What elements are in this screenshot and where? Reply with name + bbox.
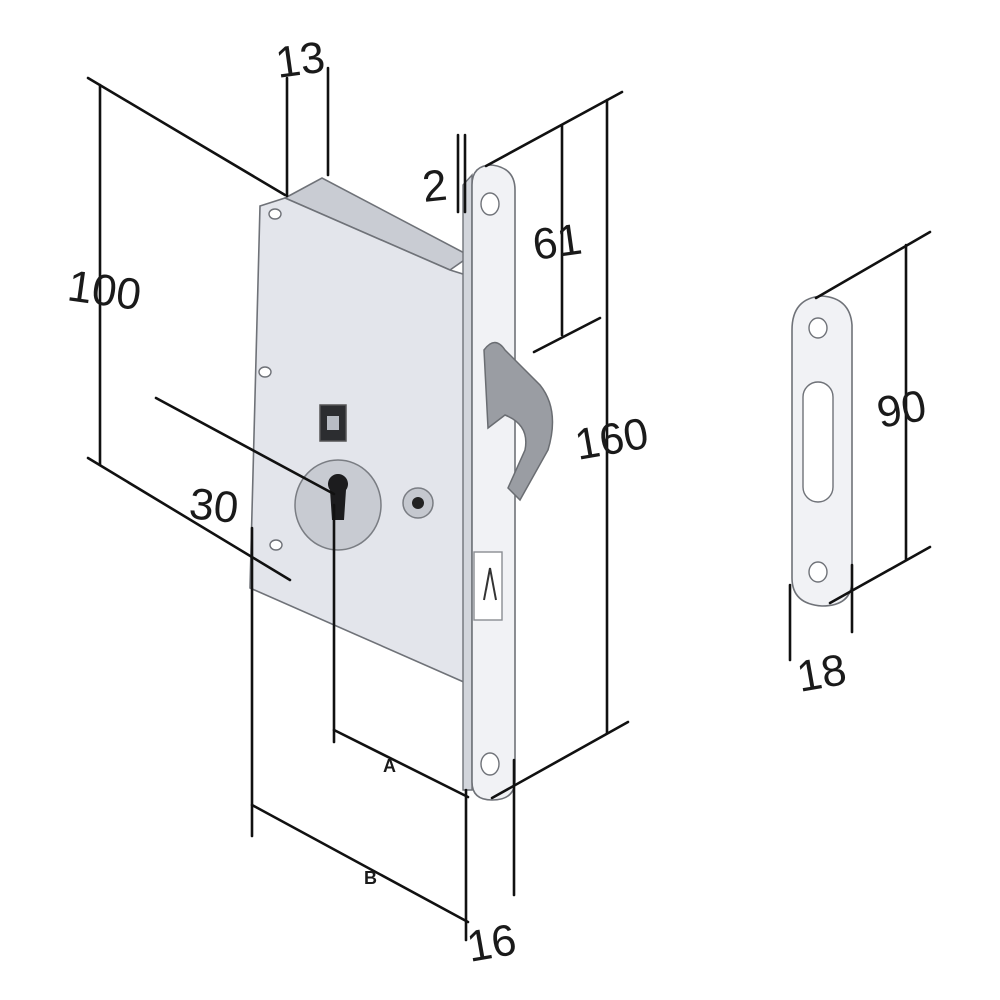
dim-label-16: 16 <box>463 915 520 972</box>
faceplate-screw-hole-top <box>480 192 500 216</box>
dim-label-a: A <box>383 756 396 776</box>
dim-label-18: 18 <box>793 645 850 702</box>
lock-case <box>249 177 472 685</box>
faceplate-logo-badge <box>473 551 503 621</box>
hook-bolt <box>483 341 554 502</box>
case-screw-hole-bottom <box>269 539 283 551</box>
dim-100-extension-top <box>86 76 287 197</box>
dim-label-100: 100 <box>65 261 145 320</box>
dim-100-extension-bottom <box>86 456 292 582</box>
dimension-labels: 13 100 30 2 61 160 16 90 18 A B <box>65 33 930 972</box>
follower-square-inner <box>327 416 339 430</box>
dim-label-13: 13 <box>273 33 328 88</box>
dim-label-b: B <box>364 868 377 888</box>
dim-label-90: 90 <box>873 381 930 438</box>
dim-30-leader <box>154 396 336 496</box>
faceplate-screw-hole-bottom <box>480 752 500 776</box>
dim-label-30: 30 <box>187 479 241 533</box>
dimension-lines <box>86 66 932 942</box>
dim-label-61: 61 <box>530 215 585 270</box>
faceplate-edge <box>462 173 473 791</box>
dim-b-line <box>250 803 470 924</box>
strike-screw-hole-top <box>808 317 828 339</box>
dim-61-extension-bottom <box>532 316 602 354</box>
dim-90-extension-top <box>814 230 932 300</box>
dim-a-line <box>332 728 470 799</box>
strike-slot <box>802 381 834 503</box>
case-screw-hole-top <box>268 208 282 220</box>
logo-icon <box>483 567 497 601</box>
case-screw-hole-middle <box>258 366 272 378</box>
dim-160-extension-top <box>484 90 624 168</box>
dim-label-2: 2 <box>420 161 449 212</box>
strike-plate <box>791 295 853 607</box>
faceplate-front <box>471 164 516 801</box>
dim-160-extension-bottom <box>490 720 630 800</box>
spindle-hole-inner <box>412 497 424 509</box>
lock-case-face <box>249 197 467 685</box>
dim-label-160: 160 <box>571 409 652 470</box>
dim-90-extension-bottom <box>828 545 932 605</box>
faceplate <box>462 164 554 801</box>
strike-screw-hole-bottom <box>808 561 828 583</box>
